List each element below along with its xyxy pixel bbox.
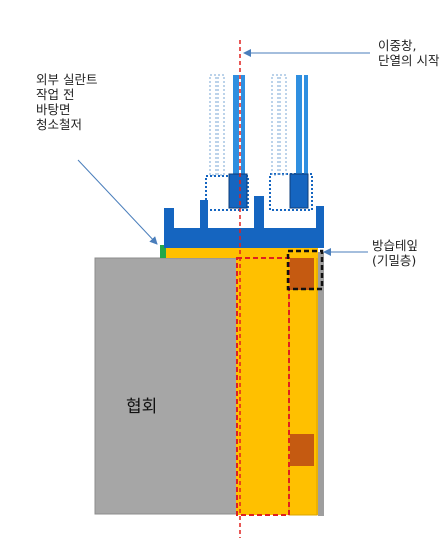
leader-sealant — [77, 159, 158, 245]
moisture-tape-label: 방습테잎 (기밀층) — [372, 238, 419, 268]
insulation-strip — [288, 255, 318, 516]
wall-label: 협회 — [126, 397, 158, 417]
sealant-note-label: 외부 실란트 작업 전 바탕면 청소철저 — [36, 72, 98, 132]
wall-edge — [318, 252, 324, 516]
moisture-tape-bottom — [290, 434, 314, 466]
window-frame — [164, 196, 324, 248]
sealant-strip — [160, 245, 166, 258]
glass-panes-left — [209, 74, 245, 185]
insulation-highlight-box — [236, 257, 290, 516]
sash-block-right — [289, 173, 309, 209]
moisture-tape-highlight-box — [286, 249, 324, 291]
sash-block-left — [228, 173, 248, 209]
glass-panes-right — [271, 74, 308, 176]
double-window-label: 이중창, 단열의 시작 — [378, 38, 440, 68]
concrete-wall — [94, 257, 244, 515]
frame-base-insulation — [164, 246, 318, 258]
moisture-tape-top — [290, 258, 314, 290]
sash-outline-left — [205, 175, 249, 211]
